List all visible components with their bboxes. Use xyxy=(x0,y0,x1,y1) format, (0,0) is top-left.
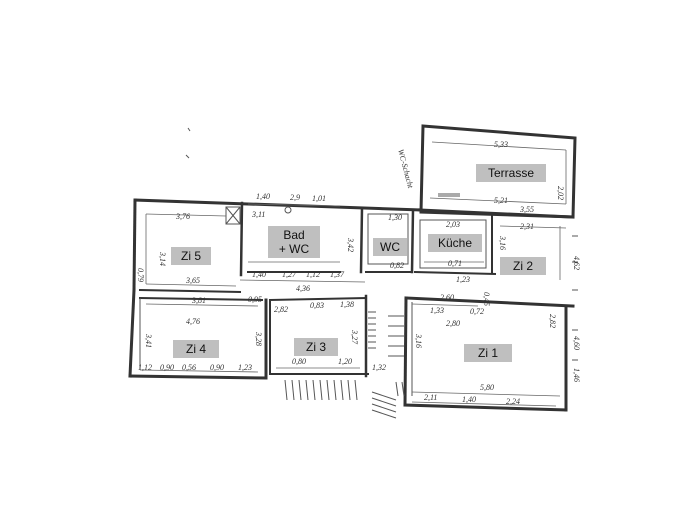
room-label-zi1: Zi 1 xyxy=(464,344,512,362)
dim-right-c: 1,46 xyxy=(572,368,581,382)
dim-zi2-bottom: 1,23 xyxy=(456,275,470,284)
dim-zi1-right: 2,82 xyxy=(548,314,557,328)
dim-zi4-bottom-c: 0,56 xyxy=(182,363,196,372)
dim-zi1-bottom-c: 2,24 xyxy=(506,397,520,406)
room-label-zi4: Zi 4 xyxy=(173,340,219,358)
dim-bad-top-a: 1,40 xyxy=(256,192,270,201)
dim-bad-bottom-b: 1,27 xyxy=(282,270,297,279)
dim-zi2-h: 3,16 xyxy=(498,235,507,250)
dim-kueche-bottom: 0,71 xyxy=(448,259,462,268)
dim-zi4-bottom-b: 0,90 xyxy=(160,363,174,372)
dim-step: 0,45 xyxy=(482,292,491,306)
room-label-terrasse: Terrasse xyxy=(476,164,546,182)
dim-zi5-bottom: 3,65 xyxy=(185,276,200,285)
room-label-zi5: Zi 5 xyxy=(171,247,211,265)
room-label-kueche: Küche xyxy=(428,234,482,252)
dim-zi5-w: 3,76 xyxy=(175,212,190,221)
dim-zi5-h: 3,14 xyxy=(158,251,167,266)
bad-dims xyxy=(239,203,366,283)
dim-bad-bottom-a: 1,40 xyxy=(252,270,266,279)
dim-wc-bottom: 0,82 xyxy=(390,261,404,270)
dim-zi4-right-h: 3,28 xyxy=(254,331,263,346)
dim-bad-w: 3,11 xyxy=(251,210,265,219)
dim-door-x: 0,79 xyxy=(136,268,145,282)
dim-zi4-h: 3,41 xyxy=(144,333,153,348)
dim-bad-top-c: 1,01 xyxy=(312,194,326,203)
dim-window-a: 0,95 xyxy=(248,295,262,304)
dim-flur-len: 4,36 xyxy=(296,284,310,293)
dim-right-a: 4,60 xyxy=(572,336,581,350)
dim-zi4-top: 3,81 xyxy=(191,296,206,305)
dim-zi4-bottom-d: 0,90 xyxy=(210,363,224,372)
dim-zi1-bottom-a: 2,11 xyxy=(424,393,437,402)
room-label-zi3: Zi 3 xyxy=(294,338,338,356)
dimension-labels: 5,33 2,02 5,21 3,76 3,14 3,65 1,40 2,9 1… xyxy=(136,140,581,406)
room-label-zi2: Zi 2 xyxy=(500,257,546,275)
dim-zi3-top-b: 0,83 xyxy=(310,301,324,310)
dim-zi4-bottom-e: 1,23 xyxy=(238,363,252,372)
dim-zi1-top: 2,60 xyxy=(440,293,454,302)
zi1-walls xyxy=(403,296,575,412)
annotation-wc-schacht: WC-Schacht xyxy=(396,148,415,190)
dim-kueche-w: 2,03 xyxy=(446,220,460,229)
room-label-wc: WC xyxy=(373,238,407,256)
dim-bad-top-b: 2,9 xyxy=(290,193,300,202)
right-ticks xyxy=(572,235,578,361)
dim-zi3-h: 3,27 xyxy=(350,329,359,345)
dim-terrasse-w: 5,33 xyxy=(494,140,508,149)
dim-zi1-inner: 2,80 xyxy=(446,319,460,328)
stairs-hatch xyxy=(284,311,405,419)
dim-zi4-w: 4,76 xyxy=(186,317,200,326)
dim-bad-h: 3,42 xyxy=(346,237,355,252)
dim-zi1-w: 5,80 xyxy=(480,383,494,392)
walls-lower xyxy=(128,288,369,380)
dim-zi2-right: 3,55 xyxy=(519,205,534,214)
dim-zi3-bottom-a: 0,80 xyxy=(292,357,306,366)
dim-zi1-top-b: 0,72 xyxy=(470,307,484,316)
dim-zi1-bottom-b: 1,40 xyxy=(462,395,476,404)
dim-terrasse-bottom: 5,21 xyxy=(494,196,508,205)
dim-zi3-bottom-c: 1,32 xyxy=(372,363,386,372)
dim-wc-w: 1,30 xyxy=(388,213,402,222)
dim-zi2-w: 2,31 xyxy=(520,222,534,231)
dim-terrasse-h: 2,02 xyxy=(556,186,565,200)
dim-zi3-bottom-b: 1,20 xyxy=(338,357,352,366)
room-label-bad: Bad + WC xyxy=(268,226,320,258)
dim-zi3-top-a: 2,82 xyxy=(274,305,288,314)
dim-bad-bottom-d: 1,37 xyxy=(330,270,345,279)
dim-zi1-h: 3,16 xyxy=(414,333,423,348)
zi2-walls xyxy=(499,225,567,280)
dim-bad-bottom-c: 1,12 xyxy=(306,270,320,279)
dim-right-b: 4,62 xyxy=(572,256,581,270)
dim-zi3-top-c: 1,38 xyxy=(340,300,354,309)
zi5-dims xyxy=(145,213,237,287)
dim-zi4-bottom-a: 1,12 xyxy=(138,363,152,372)
dim-zi1-top-a: 1,33 xyxy=(430,306,444,315)
stray-marks xyxy=(185,127,191,159)
